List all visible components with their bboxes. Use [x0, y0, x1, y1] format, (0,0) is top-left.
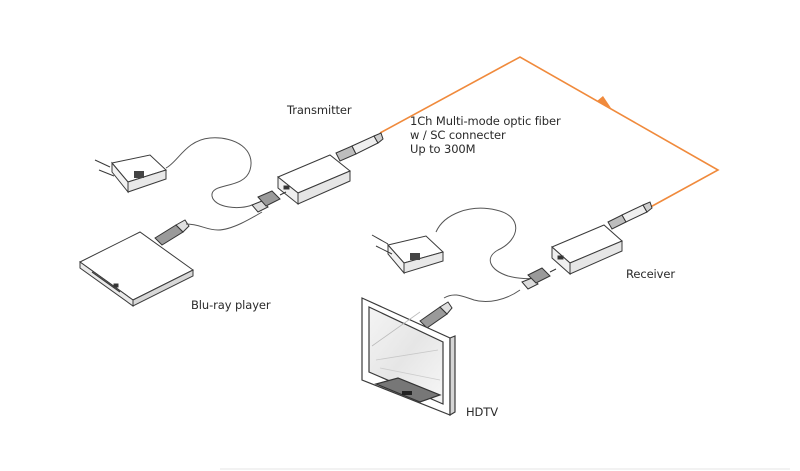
rx-sc-connector-icon: [607, 201, 653, 230]
transmitter-box: [277, 154, 351, 206]
fiber-spec-line-3: Up to 300M: [410, 142, 476, 156]
bluray-label: Blu-ray player: [191, 298, 271, 312]
tx-sc-connector-icon: [335, 132, 384, 162]
tx-dc-plug-icon: [251, 190, 287, 213]
rx-dc-plug-icon: [521, 267, 557, 290]
hdtv-hdmi-plug-icon: [419, 289, 521, 329]
bluray-player-icon: [79, 231, 194, 307]
transmitter-label: Transmitter: [287, 103, 352, 117]
hdtv-icon: [361, 297, 456, 417]
tx-power-adapter-icon: [94, 137, 253, 209]
fiber-spec-line-1: 1Ch Multi-mode optic fiber: [410, 114, 561, 128]
fiber-direction-arrow: [597, 96, 611, 108]
rx-power-adapter-icon: [371, 207, 539, 280]
hdtv-label: HDTV: [466, 405, 498, 419]
receiver-box: [551, 224, 623, 276]
optic-fiber-line: [379, 56, 720, 211]
receiver-label: Receiver: [626, 267, 675, 281]
bluray-hdmi-plug-icon: [154, 211, 263, 246]
fiber-spec-line-2: w / SC connecter: [410, 128, 506, 142]
